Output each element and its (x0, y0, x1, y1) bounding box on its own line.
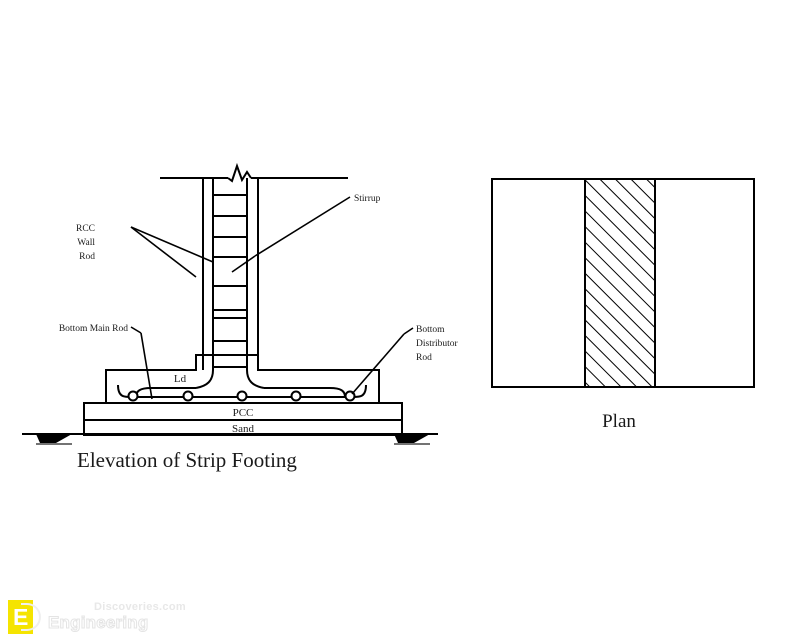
leader-rcc-wall-rod-a (130, 226, 214, 263)
callout-rcc-wall-rod-line-3: Rod (79, 252, 95, 262)
watermark-brand-primary: Engineering (47, 613, 149, 633)
plan-view: Plan (491, 178, 755, 432)
callout-rcc-wall-rod-line-2: Wall (77, 238, 95, 248)
leader-bottom-distributor-rod-b (351, 333, 405, 395)
callout-bottom-distributor-rod: Bottom Distributor Rod (416, 325, 459, 363)
rebar-circle (236, 390, 248, 402)
elevation-title: Elevation of Strip Footing (77, 448, 297, 472)
rebar-circle (127, 390, 139, 402)
watermark: E Discoveries.com Engineering (8, 598, 206, 636)
pcc-label: PCC (233, 407, 254, 419)
callout-rcc-wall-rod: RCC Wall Rod (76, 224, 95, 262)
sand-label: Sand (232, 423, 255, 435)
callout-bottom-distributor-rod-line-3: Rod (416, 353, 432, 363)
footing-outline (105, 354, 380, 403)
callout-bottom-distributor-rod-line-1: Bottom (416, 325, 445, 335)
watermark-brand-secondary: Discoveries.com (94, 601, 186, 613)
ld-label: Ld (174, 373, 187, 385)
rebar-ld-right-bend (329, 387, 346, 398)
rebar-circle (182, 390, 194, 402)
ground-hatch-right-base (394, 443, 430, 445)
elevation-view: Sand PCC Ld (22, 162, 459, 472)
callout-bottom-distributor-rod-line-2: Distributor (416, 339, 459, 349)
watermark-logo-arc (21, 603, 41, 631)
plan-title: Plan (602, 411, 636, 432)
callout-bottom-main-rod: Bottom Main Rod (59, 324, 128, 334)
ground-hatch-left-icon (36, 434, 72, 443)
ground-hatch-left-base (36, 443, 72, 445)
leader-bottom-main-rod-a (130, 326, 142, 334)
callout-bottom-main-rod-line-1: Bottom Main Rod (59, 324, 128, 334)
leader-stirrup-b (231, 255, 256, 273)
callout-stirrup-line-1: Stirrup (354, 194, 381, 204)
leader-stirrup-a (254, 196, 351, 257)
leader-bottom-main-rod-b (140, 332, 153, 400)
plan-wall-hatch (585, 179, 655, 387)
rebar-riser-left (195, 369, 214, 389)
rebar-riser-right (246, 369, 265, 389)
watermark-logo-icon: E (8, 600, 42, 634)
watermark-text: Discoveries.com Engineering (46, 600, 206, 634)
callout-rcc-wall-rod-line-1: RCC (76, 224, 95, 234)
leader-rcc-wall-rod-b (130, 226, 197, 278)
rebar-circle (290, 390, 302, 402)
leader-bottom-distributor-rod-a (403, 327, 414, 335)
ground-hatch-right-icon (394, 434, 430, 443)
break-symbol-icon (227, 162, 252, 183)
plan-wall-hatch-fill (585, 179, 655, 387)
callout-stirrup: Stirrup (354, 194, 381, 204)
